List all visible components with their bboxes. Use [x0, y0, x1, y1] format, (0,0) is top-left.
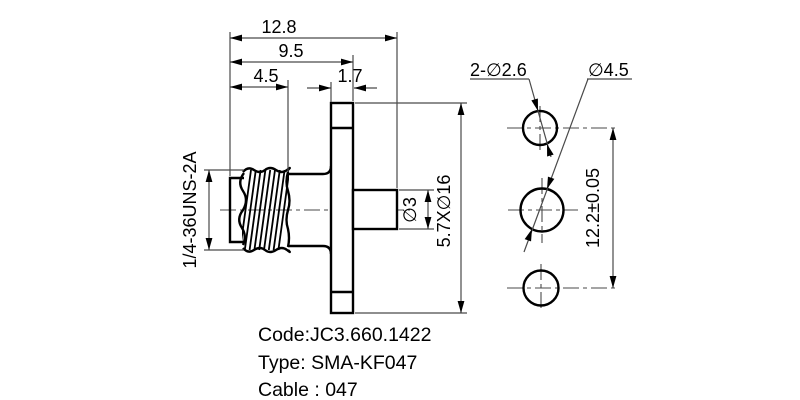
- main-view: 12.8 9.5 4.5 1.7 1/4-36UNS-2A ∅3 5.7X∅16: [180, 17, 467, 315]
- hole-pattern-view: 2-∅2.6 ∅4.5 12.2±0.05: [470, 60, 632, 311]
- connector-front-cap: [228, 176, 244, 244]
- hole-centerlines: [507, 106, 618, 311]
- extension-lines: [204, 32, 467, 314]
- center-hole-label: ∅4.5: [588, 60, 629, 80]
- mount-holes-leader: [470, 78, 552, 158]
- center-hole-leader: [523, 78, 632, 253]
- mount-hole-top: [521, 109, 559, 147]
- title-block: Code:JC3.660.1422 Type: SMA-KF047 Cable …: [258, 324, 431, 400]
- dim-overall-width-label: 12.8: [261, 17, 296, 37]
- thread-spec-label: 1/4-36UNS-2A: [180, 151, 200, 268]
- connector-body: [288, 165, 333, 176]
- flange: [329, 101, 355, 315]
- thread-section: [238, 166, 291, 254]
- center-pin: [351, 188, 399, 231]
- center-hole: [519, 187, 565, 233]
- mount-holes-label: 2-∅2.6: [470, 60, 527, 80]
- flange-diameter-label: 5.7X∅16: [434, 175, 454, 248]
- cable-label: Cable : 047: [258, 379, 358, 400]
- mount-hole-bottom: [522, 269, 560, 307]
- dim-flange-thickness-label: 1.7: [337, 66, 362, 86]
- type-label: Type: SMA-KF047: [258, 352, 417, 374]
- pin-diameter-label: ∅3: [400, 197, 420, 223]
- hole-spacing-label: 12.2±0.05: [583, 168, 603, 248]
- dim-thread-length-label: 4.5: [253, 66, 278, 86]
- connector-body-bottom: [288, 244, 333, 255]
- dim-body-length-label: 9.5: [278, 41, 303, 61]
- code-label: Code:JC3.660.1422: [258, 324, 431, 346]
- thread-hatching: [242, 169, 289, 251]
